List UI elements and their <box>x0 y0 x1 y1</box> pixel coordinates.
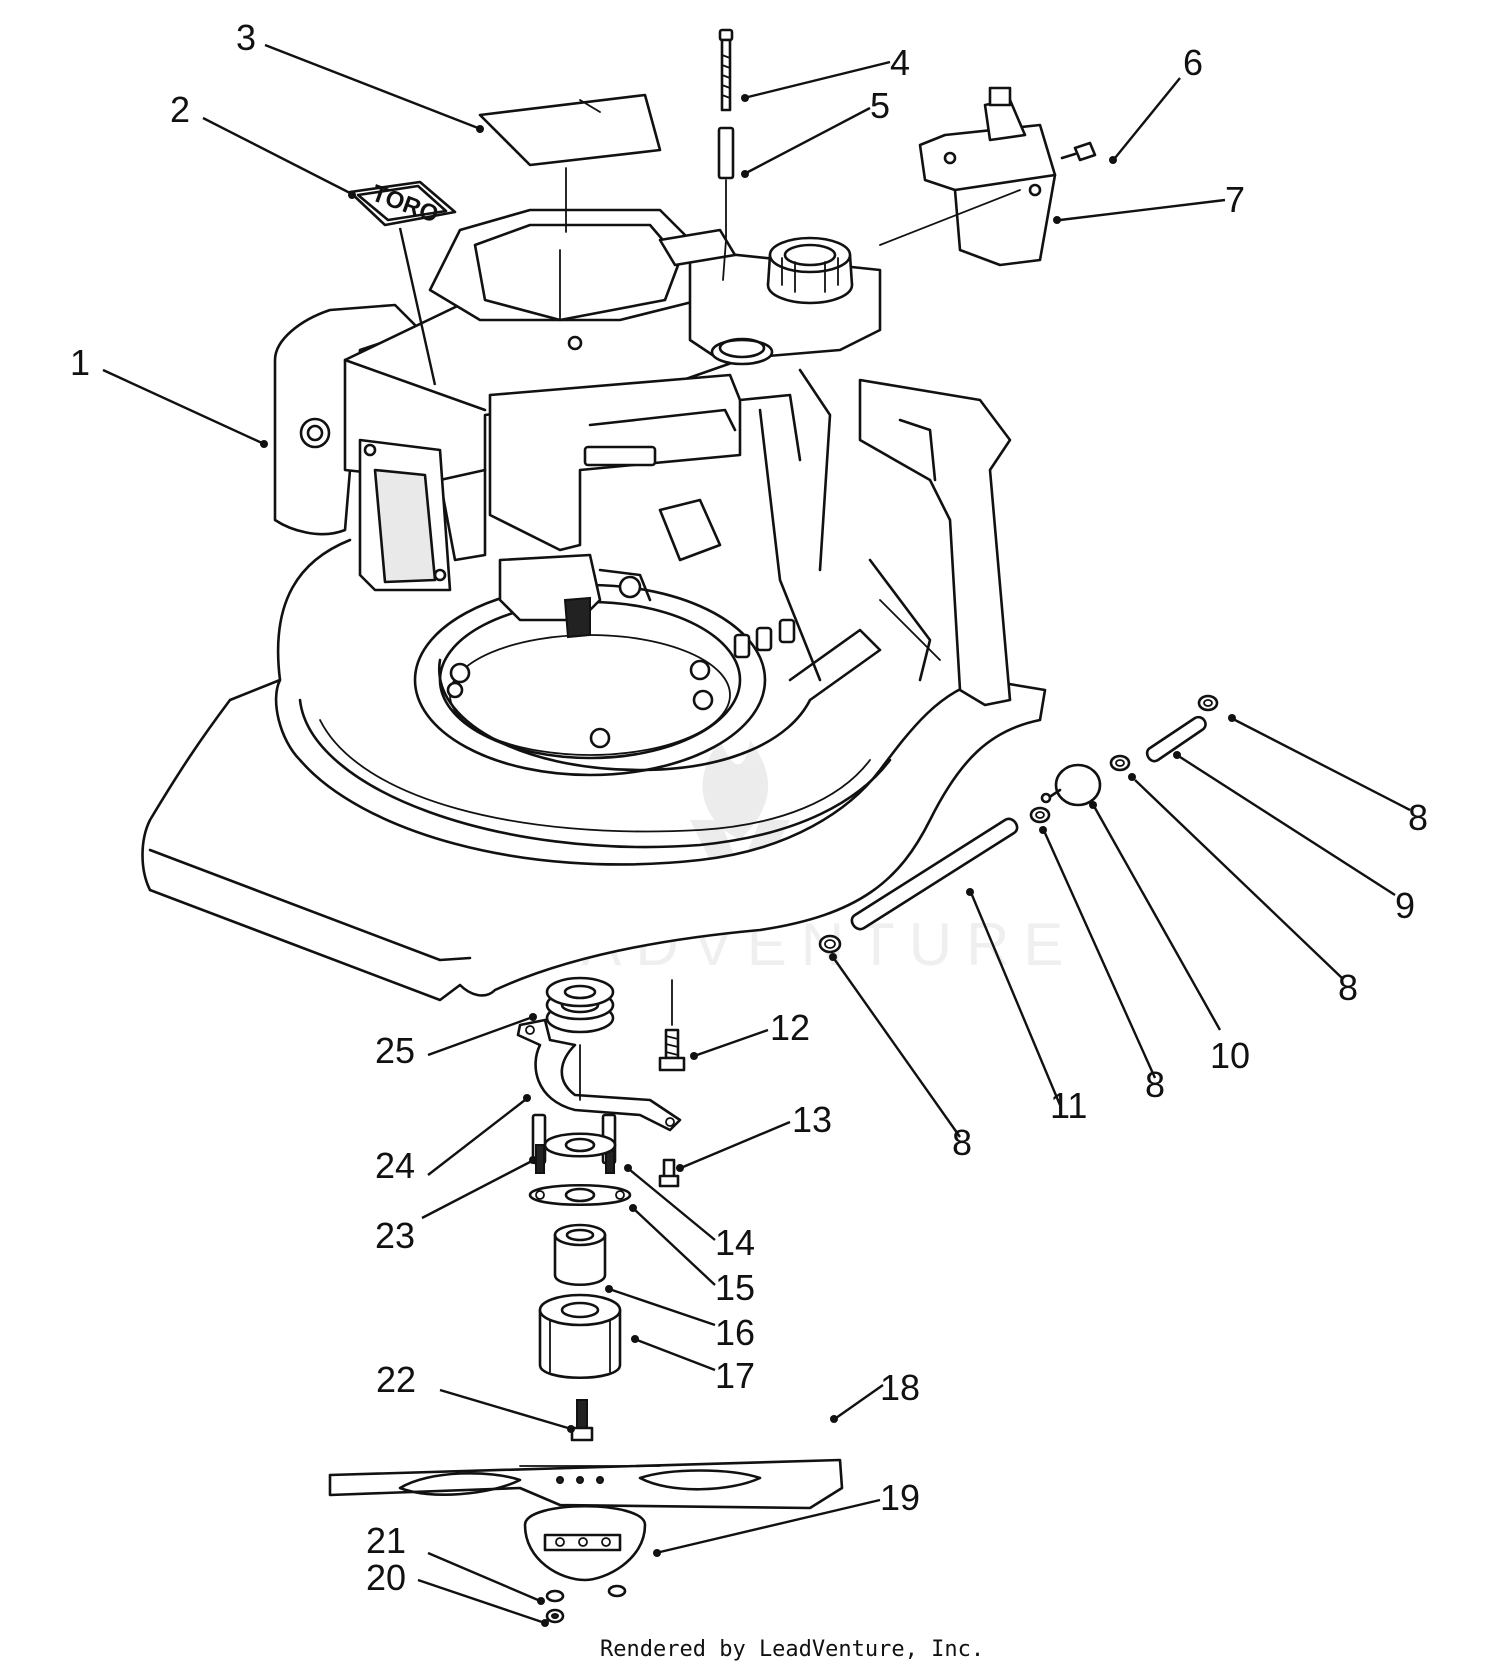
callout-labels: 1 2 3 4 5 6 7 8 9 8 10 8 11 8 12 13 14 1… <box>70 17 1428 1598</box>
gasket-15 <box>528 1183 632 1207</box>
render-credit: Rendered by LeadVenture, Inc. <box>600 1637 984 1662</box>
hose-kit <box>818 694 1219 954</box>
bolt-part-22 <box>570 1399 594 1442</box>
callout-12: 12 <box>770 1007 810 1048</box>
sleeve-16 <box>553 1223 607 1286</box>
callout-24: 24 <box>375 1145 415 1186</box>
pulley-bearing-25 <box>545 976 615 1034</box>
callout-11: 11 <box>1050 1085 1087 1126</box>
stiffener-19 <box>523 1504 647 1582</box>
bolt-part-12 <box>658 979 686 1072</box>
callout-21: 21 <box>366 1520 406 1561</box>
callout-8b: 8 <box>1338 967 1358 1008</box>
callout-16: 16 <box>715 1312 755 1353</box>
callout-8d: 8 <box>952 1122 972 1163</box>
callout-2: 2 <box>170 89 190 130</box>
air-filter-pad <box>478 93 662 233</box>
callout-7: 7 <box>1225 179 1245 220</box>
toro-decal: TORO <box>348 180 457 229</box>
callout-13: 13 <box>792 1099 832 1140</box>
callout-17: 17 <box>715 1355 755 1396</box>
callout-14: 14 <box>715 1222 755 1263</box>
spacer-part-5 <box>717 126 735 281</box>
nuts-20 <box>545 1608 565 1624</box>
bolt-part-4 <box>718 28 734 112</box>
callout-18: 18 <box>880 1367 920 1408</box>
callout-10: 10 <box>1210 1035 1250 1076</box>
callout-20: 20 <box>366 1557 406 1598</box>
callout-22: 22 <box>376 1359 416 1400</box>
callout-19: 19 <box>880 1477 920 1518</box>
callout-25: 25 <box>375 1030 415 1071</box>
bolt-part-6 <box>1060 141 1097 162</box>
callout-5: 5 <box>870 85 890 126</box>
callout-9: 9 <box>1395 885 1415 926</box>
callout-1: 1 <box>70 342 90 383</box>
callout-6: 6 <box>1183 42 1203 83</box>
bracket-24 <box>516 1018 682 1132</box>
screw-part-13 <box>658 1158 680 1188</box>
callout-8c: 8 <box>1145 1064 1165 1105</box>
callout-8a: 8 <box>1408 797 1428 838</box>
blade-18 <box>328 1458 844 1510</box>
adapter-plate-14 <box>543 1132 617 1158</box>
engine-assembly <box>273 208 882 639</box>
mower-deck <box>141 378 1047 1002</box>
callout-3: 3 <box>236 17 256 58</box>
callout-4: 4 <box>890 42 910 83</box>
callout-23: 23 <box>375 1215 415 1256</box>
leader-lines <box>102 43 1411 1627</box>
callout-15: 15 <box>715 1267 755 1308</box>
blade-adapter-17 <box>538 1293 622 1379</box>
washers-21 <box>545 1584 627 1603</box>
starter-motor <box>879 86 1057 267</box>
